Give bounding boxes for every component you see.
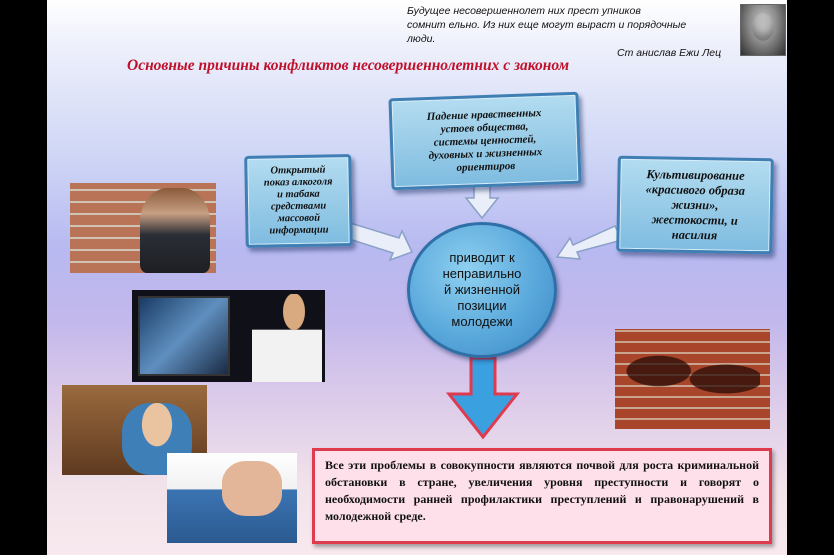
result-line: молодежи (451, 314, 513, 329)
left-arrow (342, 221, 414, 262)
fight-shadows (625, 339, 760, 419)
teen-against-wall-photo (70, 183, 216, 273)
epigraph-quote: Будущее несовершеннолет них прест упнико… (407, 4, 737, 59)
quote-line: Будущее несовершеннолет них прест упнико… (407, 5, 641, 17)
result-circle: приводит к неправильно й жизненной позиц… (407, 222, 557, 358)
cause-line: показ алкоголя (263, 176, 333, 189)
author-portrait-image (740, 4, 786, 56)
quote-line: сомнит ельно. Из них еще могут выраст и … (407, 19, 687, 31)
child-watching-tv-photo (132, 290, 325, 382)
cause-morals-box: Падение нравственных устоев общества, си… (388, 91, 582, 191)
hands-figure (222, 461, 282, 516)
violence-shadow-photo (615, 329, 770, 429)
result-line: неправильно (442, 266, 522, 281)
cause-line: насилия (671, 227, 718, 242)
cause-line: средствами (270, 200, 327, 213)
cause-line: Культивирование (646, 166, 745, 183)
down-arrow (445, 356, 521, 440)
cause-media-box: Открытый показ алкоголя и табака средств… (244, 154, 353, 248)
tv-screen (138, 296, 230, 376)
result-line: й жизненной (443, 282, 521, 297)
cause-line: жизни», (671, 197, 719, 212)
cause-line: информации (269, 224, 329, 237)
slide-title: Основные причины конфликтов несовершенно… (127, 57, 570, 74)
teen-figure (140, 188, 210, 273)
child-figure (252, 294, 322, 382)
quote-line: люди. (407, 33, 436, 45)
quote-author: Ст анислав Ежи Лец (617, 47, 722, 59)
right-arrow (555, 225, 624, 260)
portrait-face (752, 13, 774, 41)
result-line: приводит к (449, 250, 515, 265)
cause-line: жестокости, и (651, 211, 738, 228)
result-line: позиции (457, 298, 507, 313)
cause-line: «красивого образа (645, 181, 746, 198)
slide: Будущее несовершеннолет них прест упнико… (47, 0, 787, 555)
handcuffed-hands-photo (167, 453, 297, 543)
conclusion-box: Все эти проблемы в совокупности являются… (312, 448, 772, 544)
cause-violence-box: Культивирование «красивого образа жизни»… (616, 155, 774, 255)
